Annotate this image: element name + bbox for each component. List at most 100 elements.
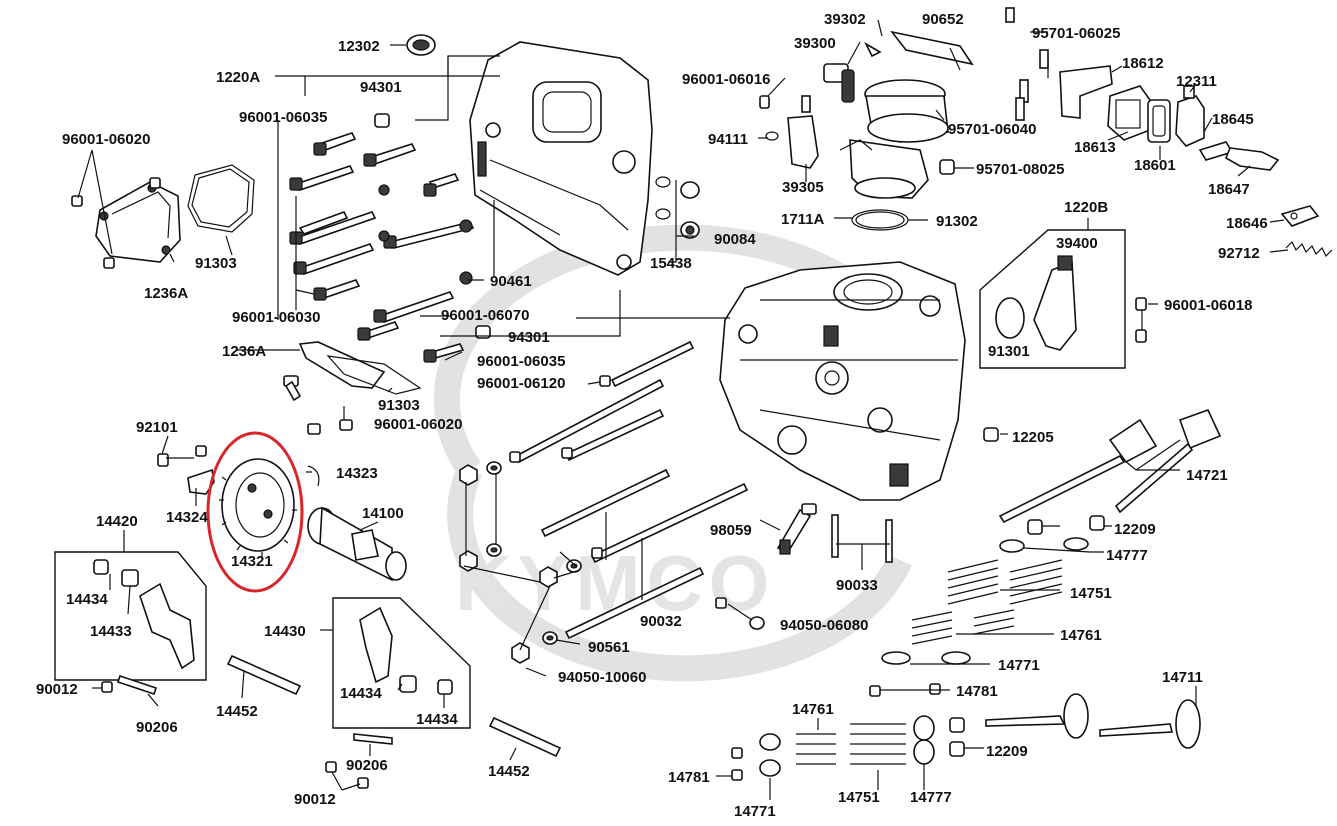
label-14771-lower: 14771 bbox=[734, 803, 776, 820]
label-90652: 90652 bbox=[922, 11, 964, 28]
label-14321: 14321 bbox=[231, 553, 273, 570]
part-labels: 12302 1220A 94301 96001-06035 96001-0602… bbox=[36, 11, 1268, 820]
label-90561: 90561 bbox=[588, 639, 630, 656]
label-96001-06070: 96001-06070 bbox=[441, 307, 529, 324]
pipe-18647 bbox=[1224, 147, 1280, 171]
label-14452-left: 14452 bbox=[216, 703, 258, 720]
label-1711A: 1711A bbox=[781, 211, 825, 228]
springs-14761 bbox=[796, 609, 1015, 765]
label-96001-06018: 96001-06018 bbox=[1164, 297, 1252, 314]
clip-14323 bbox=[307, 465, 320, 487]
label-14777-lower: 14777 bbox=[910, 789, 952, 806]
gasket-91302 bbox=[851, 209, 909, 231]
rocker-arm-14433 bbox=[93, 559, 195, 670]
label-98059: 98059 bbox=[710, 522, 752, 539]
label-14711: 14711 bbox=[1162, 669, 1203, 686]
label-14761-top: 14761 bbox=[1060, 627, 1102, 644]
valve-14721 bbox=[998, 409, 1222, 524]
label-90206-lower: 90206 bbox=[346, 757, 388, 774]
studs-90032 bbox=[514, 340, 749, 640]
label-18647: 18647 bbox=[1208, 181, 1250, 198]
label-14751-lower: 14751 bbox=[838, 789, 880, 806]
o-ring-15438 bbox=[655, 176, 671, 220]
bolt-96001-06120 bbox=[509, 375, 611, 559]
oil-seal-12302 bbox=[406, 34, 436, 56]
label-94111: 94111 bbox=[708, 131, 748, 148]
label-18612: 18612 bbox=[1122, 55, 1164, 72]
label-95701-06040: 95701-06040 bbox=[948, 121, 1036, 138]
label-90033: 90033 bbox=[836, 577, 878, 594]
group-box-14430 bbox=[332, 597, 471, 729]
label-1220B: 1220B bbox=[1064, 199, 1108, 216]
label-14721: 14721 bbox=[1186, 467, 1228, 484]
label-14434-right: 14434 bbox=[416, 711, 458, 728]
gasket-18646 bbox=[1280, 205, 1320, 227]
label-39302: 39302 bbox=[824, 11, 866, 28]
cap-nut-12205 bbox=[983, 427, 999, 442]
cam-sprocket-14321 bbox=[219, 458, 297, 557]
bracket-39305 bbox=[759, 95, 819, 169]
label-39305: 39305 bbox=[782, 179, 824, 196]
label-94301-top: 94301 bbox=[360, 79, 402, 96]
valve-seals-12209 bbox=[949, 515, 1105, 757]
valve-seats-14777 bbox=[913, 537, 1089, 765]
label-92712: 92712 bbox=[1218, 245, 1260, 262]
cotters-14781 bbox=[731, 683, 941, 781]
reed-housing-18613 bbox=[1107, 85, 1151, 141]
label-90206-left: 90206 bbox=[136, 719, 178, 736]
bolt-cap-90084 bbox=[680, 181, 700, 239]
bolt-95701-08025 bbox=[939, 159, 955, 175]
label-90032: 90032 bbox=[640, 613, 682, 630]
label-96001-06020-lower: 96001-06020 bbox=[374, 416, 462, 433]
label-18645: 18645 bbox=[1212, 111, 1254, 128]
label-90461: 90461 bbox=[490, 273, 532, 290]
gasket-91303-top bbox=[187, 164, 255, 233]
label-12209-lower: 12209 bbox=[986, 743, 1028, 760]
label-91302: 91302 bbox=[936, 213, 978, 230]
bolt-set-96001-06030 bbox=[289, 132, 475, 341]
bracket-18612 bbox=[1005, 7, 1113, 121]
label-95701-08025: 95701-08025 bbox=[976, 161, 1064, 178]
label-18613: 18613 bbox=[1074, 139, 1116, 156]
label-14323: 14323 bbox=[336, 465, 378, 482]
label-12311: 12311 bbox=[1176, 73, 1217, 90]
clamp-90652 bbox=[890, 30, 974, 71]
label-96001-06030: 96001-06030 bbox=[232, 309, 320, 326]
side-cover-1236A-lower bbox=[283, 341, 422, 435]
label-14771-top: 14771 bbox=[998, 657, 1040, 674]
reed-gasket-18601 bbox=[1147, 99, 1171, 143]
label-18646: 18646 bbox=[1226, 215, 1268, 232]
label-15438: 15438 bbox=[650, 255, 692, 272]
nuts-94050-10060 bbox=[459, 464, 558, 664]
retainer-92101 bbox=[157, 445, 215, 495]
rocker-shafts-14452 bbox=[226, 654, 562, 758]
label-12302: 12302 bbox=[338, 38, 380, 55]
label-14777-top: 14777 bbox=[1106, 547, 1148, 564]
label-12205: 12205 bbox=[1012, 429, 1054, 446]
label-14420: 14420 bbox=[96, 513, 138, 530]
bolt-96001-06035-lower bbox=[423, 343, 465, 363]
label-92101: 92101 bbox=[136, 419, 178, 436]
cylinder-head-cover bbox=[469, 41, 653, 276]
label-95701-06025: 95701-06025 bbox=[1032, 25, 1120, 42]
side-cover-1236A bbox=[71, 177, 181, 269]
label-14100: 14100 bbox=[362, 505, 404, 522]
label-90084: 90084 bbox=[714, 231, 756, 248]
label-14781-top: 14781 bbox=[956, 683, 998, 700]
label-14761-lower: 14761 bbox=[792, 701, 834, 718]
label-94050-06080: 94050-06080 bbox=[780, 617, 868, 634]
label-96001-06016: 96001-06016 bbox=[682, 71, 770, 88]
label-14430: 14430 bbox=[264, 623, 306, 640]
label-96001-06035-lower: 96001-06035 bbox=[477, 353, 565, 370]
washers-90561 bbox=[486, 461, 582, 645]
label-96001-06120: 96001-06120 bbox=[477, 375, 565, 392]
cylinder-head bbox=[719, 261, 966, 501]
label-18601: 18601 bbox=[1134, 157, 1176, 174]
label-90012-left: 90012 bbox=[36, 681, 78, 698]
label-39300: 39300 bbox=[794, 35, 836, 52]
group-box-14420 bbox=[54, 551, 207, 681]
retainers-14771 bbox=[759, 651, 971, 777]
label-94301-lower: 94301 bbox=[508, 329, 550, 346]
springs-14751 bbox=[850, 559, 1063, 765]
